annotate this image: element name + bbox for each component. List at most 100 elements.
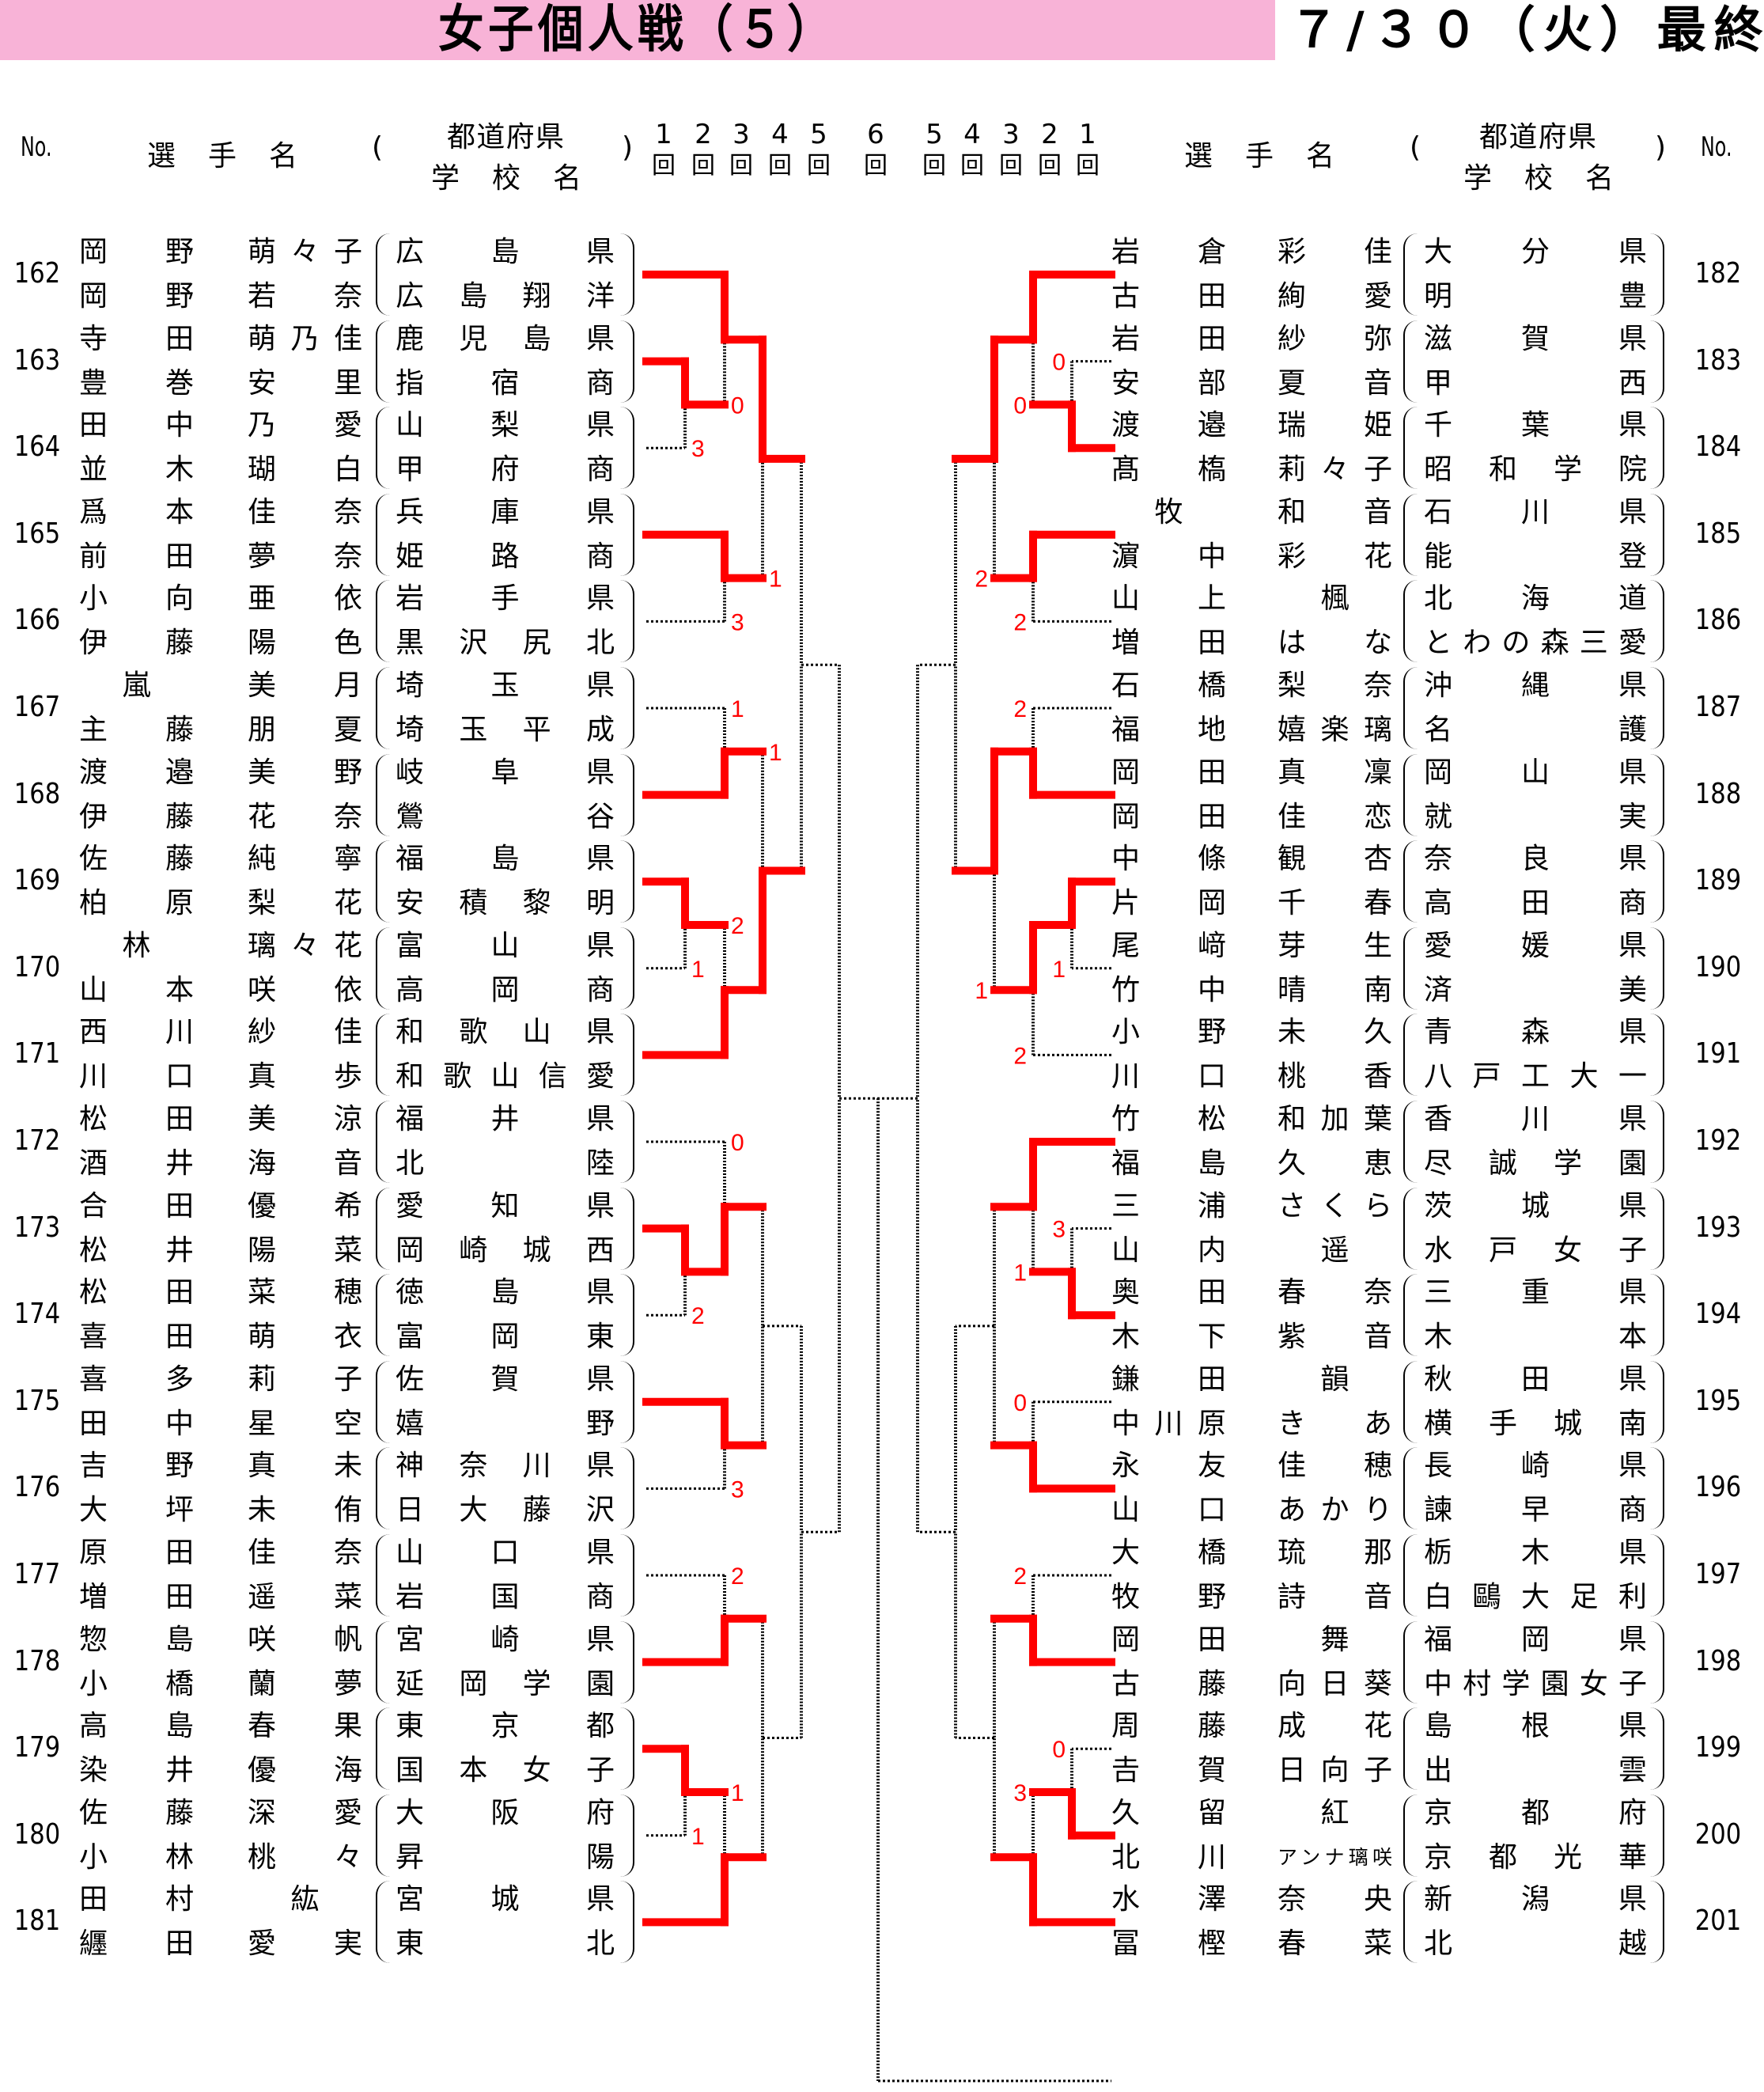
school-bracket [1403, 320, 1664, 403]
round-header-left-5-unit: 回 [807, 152, 831, 180]
score-label: 1 [975, 978, 988, 1004]
player-family-name: 三浦 [1111, 1189, 1226, 1222]
player-given-name: 萌々子 [248, 236, 362, 268]
player-family-name: 山上 [1111, 582, 1226, 616]
player-family-name: 岡田 [1111, 756, 1226, 789]
player-given-name: 和音 [1278, 495, 1392, 529]
player-given-name: 萌衣 [248, 1321, 362, 1354]
player-given-name: 夏音 [1278, 366, 1392, 400]
player-family-name: 安部 [1111, 366, 1226, 400]
player-given-name: 紫音 [1278, 1321, 1392, 1354]
player-family-name: 大坪 [79, 1494, 194, 1527]
page-title: 女子個人戦（５） [438, 1, 837, 59]
school-bracket [1403, 233, 1664, 316]
school-header-bottom-left: 学校名 [431, 162, 581, 195]
round-header-right-2-number: 2 [1041, 119, 1058, 150]
score-label: 0 [1052, 350, 1066, 376]
player-given-name: 韻 [1320, 1362, 1349, 1396]
entry-number: 186 [1694, 604, 1742, 637]
player-family-name: 中條 [1111, 843, 1226, 876]
player-given-name: 楓 [1320, 582, 1349, 616]
school-name: 就実 [1424, 800, 1647, 833]
player-family-name: 岡野 [79, 236, 194, 268]
player-given-name: 乃愛 [248, 409, 362, 442]
entry-number: 168 [13, 777, 61, 810]
score-label: 0 [1052, 1737, 1066, 1763]
player-given-name: 日向子 [1278, 1754, 1392, 1787]
player-family-name: 西川 [79, 1016, 194, 1049]
prefecture: 島根県 [1424, 1710, 1647, 1743]
score-label: 1 [1052, 957, 1066, 983]
school-bracket [376, 1620, 634, 1704]
school-bracket [1403, 580, 1664, 663]
player-family-name: 水澤 [1111, 1883, 1226, 1916]
score-label: 3 [731, 609, 744, 635]
player-given-name: 朋夏 [248, 714, 362, 746]
player-given-name: 璃々花 [248, 929, 362, 962]
player-given-name: 嬉楽璃 [1278, 714, 1392, 746]
prefecture: 茨城県 [1424, 1189, 1647, 1222]
player-family-name: 中川原 [1111, 1407, 1226, 1440]
player-family-name: 纒田 [79, 1927, 194, 1961]
school-bracket [1403, 1101, 1664, 1183]
entry-number: 172 [13, 1124, 61, 1157]
no-header-left: No. [21, 131, 52, 163]
player-given-name: 未侑 [248, 1494, 362, 1527]
round-header-right-1-number: 1 [1079, 119, 1096, 150]
player-family-name: 爲本 [79, 495, 194, 529]
player-family-name: 福地 [1111, 714, 1226, 746]
entry-number: 171 [13, 1037, 61, 1071]
player-given-name: 萌乃佳 [248, 322, 362, 355]
paren-open-left: ( [372, 131, 384, 164]
player-given-name: 桃々 [248, 1840, 362, 1874]
prefecture: 福島県 [396, 843, 615, 876]
player-family-name: 主藤 [79, 714, 194, 746]
entry-number: 167 [13, 691, 61, 723]
player-given-name: 花奈 [248, 800, 362, 833]
player-family-name: 岡田 [1111, 800, 1226, 833]
entry-number: 194 [1694, 1298, 1742, 1331]
player-given-name: 美月 [248, 669, 362, 702]
entry-number: 184 [1694, 430, 1742, 464]
player-given-name: 奈央 [1278, 1883, 1392, 1916]
paren-open-right: ( [1410, 131, 1421, 164]
round-header-left-4-unit: 回 [768, 152, 792, 180]
player-family-name: 喜田 [79, 1321, 194, 1354]
prefecture: 兵庫県 [396, 495, 615, 529]
school-bracket [376, 927, 634, 1010]
entry-number: 170 [13, 950, 61, 983]
player-given-name: アンナ璃咲 [1278, 1845, 1392, 1869]
player-given-name: さくら [1278, 1189, 1392, 1222]
school-name: 京都光華 [1424, 1840, 1647, 1874]
player-family-name: 牧野 [1111, 1581, 1226, 1613]
player-given-name: あかり [1278, 1494, 1392, 1527]
entry-number: 185 [1694, 517, 1742, 550]
score-label: 1 [769, 567, 782, 593]
school-name: 昭和学院 [1424, 453, 1647, 487]
player-given-name: 真凜 [1278, 756, 1392, 789]
player-given-name: はな [1278, 627, 1392, 660]
school-name: 甲西 [1424, 366, 1647, 400]
school-header-top-left: 都道府県 [447, 121, 564, 153]
prefecture: 徳島県 [396, 1276, 615, 1309]
player-family-name: 木下 [1111, 1321, 1226, 1354]
school-name: 東北 [396, 1927, 615, 1961]
player-family-name: 福島 [1111, 1147, 1226, 1180]
player-given-name: 若奈 [248, 280, 362, 313]
school-name: 姫路商 [396, 540, 615, 573]
player-family-name: 古藤 [1111, 1667, 1226, 1700]
school-header-top-right: 都道府県 [1479, 121, 1596, 153]
player-given-name: 美涼 [248, 1103, 362, 1135]
school-bracket [1403, 753, 1664, 836]
prefecture: 奈良県 [1424, 843, 1647, 876]
round-header-left-5-number: 5 [810, 119, 827, 150]
player-given-name: 陽菜 [248, 1234, 362, 1267]
player-given-name: 真未 [248, 1450, 362, 1483]
player-given-name: 向日葵 [1278, 1667, 1392, 1700]
score-label: 3 [731, 1476, 744, 1503]
player-given-name: 久恵 [1278, 1147, 1392, 1180]
player-family-name: 並木 [79, 453, 194, 487]
player-given-name: 美野 [248, 756, 362, 789]
entry-number: 192 [1694, 1124, 1742, 1157]
prefecture: 長崎県 [1424, 1450, 1647, 1483]
